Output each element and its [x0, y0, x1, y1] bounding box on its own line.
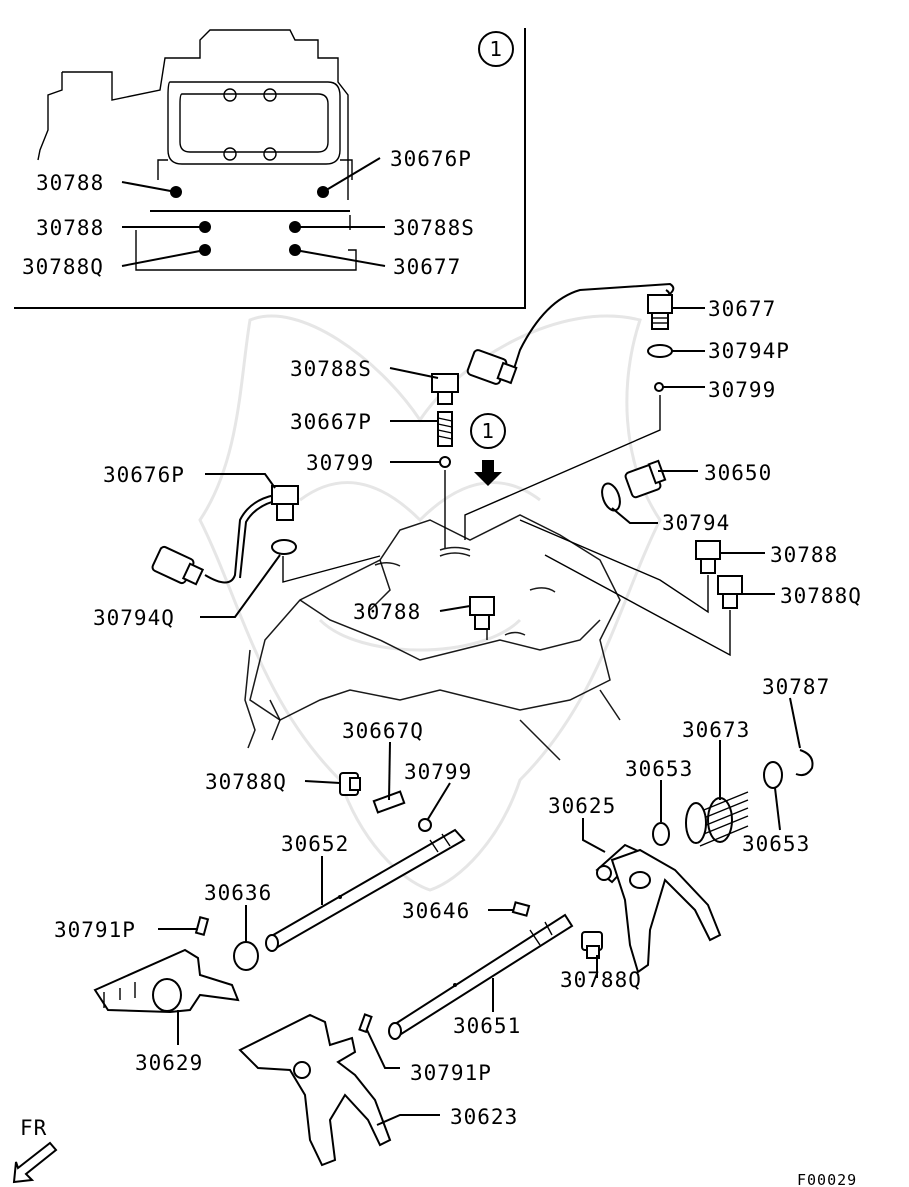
harness-30676P [204, 494, 276, 584]
label-30629: 30629 [135, 1051, 203, 1075]
label-30636: 30636 [204, 881, 272, 905]
inset-callout-circle [478, 31, 514, 67]
pin-30791P-a [194, 916, 210, 936]
label-30650: 30650 [704, 461, 772, 485]
switch-30676P [271, 485, 299, 521]
label-30623: 30623 [450, 1105, 518, 1129]
label-30651: 30651 [453, 1014, 521, 1038]
spring-30673 [685, 791, 749, 847]
inset-label-30788-a: 30788 [36, 171, 104, 195]
label-30799-c: 30799 [404, 760, 472, 784]
plug-30650 [624, 459, 667, 499]
label-30791P-b: 30791P [410, 1061, 492, 1085]
label-30788Q-c: 30788Q [560, 968, 642, 992]
figure-code: F00029 [797, 1171, 857, 1187]
front-arrow-icon [12, 1141, 58, 1184]
main-diagram: 1 [12, 282, 862, 1187]
label-30667Q: 30667Q [342, 719, 424, 743]
label-30794P: 30794P [708, 339, 790, 363]
bolt-30788S [431, 373, 459, 405]
label-30799-a: 30799 [708, 378, 776, 402]
bolt-30788-b [469, 596, 495, 630]
bolt-30788Q-b [339, 772, 361, 796]
bolt-30788Q-c [581, 931, 603, 959]
front-direction-indicator: FR [12, 1116, 58, 1184]
inset-label-30677: 30677 [393, 255, 461, 279]
down-arrow-icon [474, 460, 502, 486]
ball-30799-c [418, 818, 432, 832]
shift-fork-30623 [238, 1013, 392, 1167]
ring-30653-a [652, 822, 670, 846]
washer-30794P [647, 344, 673, 358]
front-label: FR [20, 1116, 47, 1140]
label-30653-b: 30653 [742, 832, 810, 856]
bolt-30788Q-a [717, 575, 743, 609]
spring-30667Q [372, 790, 406, 814]
label-30794: 30794 [662, 511, 730, 535]
label-30788-b: 30788 [353, 600, 421, 624]
label-30676P: 30676P [103, 463, 185, 487]
rod-30652 [265, 828, 466, 952]
inset-label-30788S: 30788S [393, 216, 475, 240]
bolt-30788-a [695, 540, 721, 574]
shift-lug-30629 [93, 948, 240, 1014]
inset-callout-number: 1 [490, 37, 503, 61]
ring-30653-b [763, 761, 783, 789]
pin-30791P-b [358, 1013, 373, 1034]
case-callout-circle [470, 413, 506, 449]
pin-30646 [511, 901, 531, 917]
label-30794Q: 30794Q [93, 606, 175, 630]
label-30791P-a: 30791P [54, 918, 136, 942]
label-30673: 30673 [682, 718, 750, 742]
shift-fork-30625 [595, 843, 722, 974]
label-30788Q-a: 30788Q [780, 584, 862, 608]
label-30788Q-b: 30788Q [205, 770, 287, 794]
washer-30794 [601, 482, 621, 512]
label-30625: 30625 [548, 794, 616, 818]
transmission-case [244, 514, 621, 761]
inset-label-30676P: 30676P [390, 147, 472, 171]
label-30653-a: 30653 [625, 757, 693, 781]
switch-30677 [647, 294, 673, 330]
inset-detail: 1 30788 30676P 30788 30788S 30788Q 30677 [14, 28, 526, 309]
watermark-emblem [198, 314, 662, 892]
bushing-30636 [233, 941, 259, 971]
label-30646: 30646 [402, 899, 470, 923]
label-30799-b: 30799 [306, 451, 374, 475]
inset-gasket-outline [167, 81, 341, 165]
label-30677: 30677 [708, 297, 776, 321]
label-30787: 30787 [762, 675, 830, 699]
label-30788-a: 30788 [770, 543, 838, 567]
washer-30794Q [271, 539, 297, 555]
spring-30667P [437, 411, 453, 447]
label-30652: 30652 [281, 832, 349, 856]
clip-30787 [795, 749, 814, 777]
label-30667P: 30667P [290, 410, 372, 434]
ball-30799-b [439, 456, 451, 468]
label-30788S: 30788S [290, 357, 372, 381]
inset-gasket-inner [179, 93, 329, 153]
inset-label-30788Q: 30788Q [22, 255, 104, 279]
inset-label-30788-b: 30788 [36, 216, 104, 240]
inset-border [14, 28, 526, 309]
rod-30651 [388, 913, 574, 1040]
ball-30799-a [654, 382, 664, 392]
harness-30677 [511, 282, 675, 376]
inset-housing-outline [37, 29, 349, 200]
case-callout-number: 1 [482, 419, 495, 443]
